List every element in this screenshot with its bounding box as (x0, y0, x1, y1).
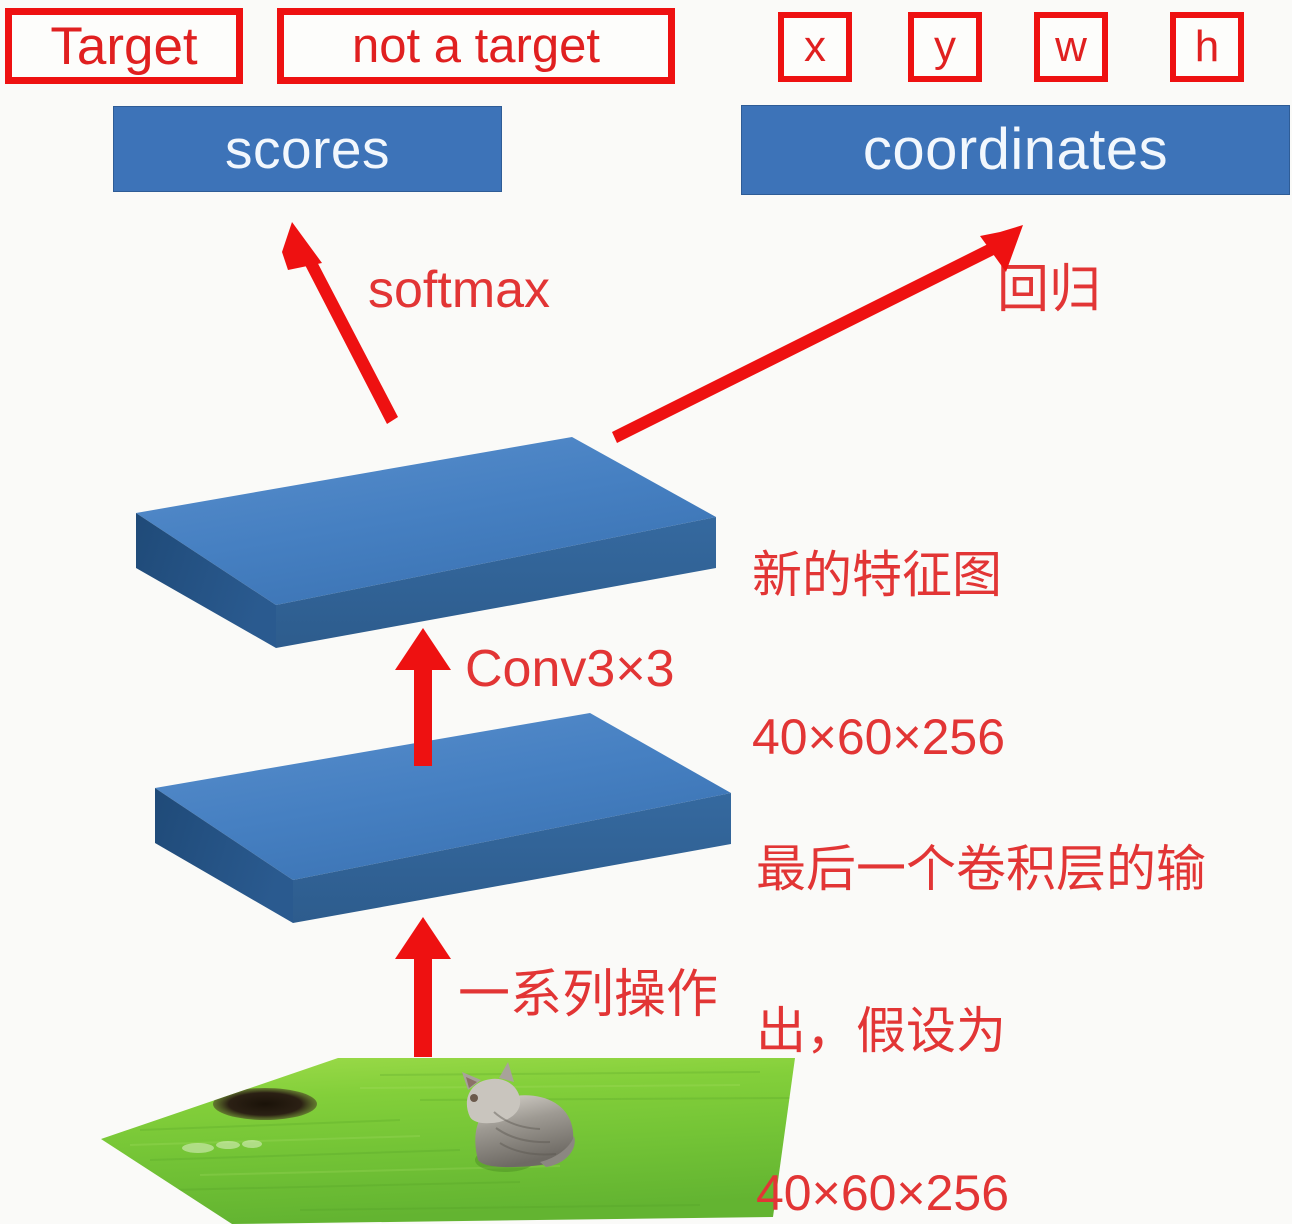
last-conv-output-caption-line3: 40×60×256 (756, 1165, 1010, 1221)
series-ops-arrow (395, 917, 451, 1057)
label-x-text: x (804, 22, 826, 71)
feature-map-lower (155, 713, 731, 923)
label-box-w[interactable]: w (1034, 12, 1108, 82)
last-conv-output-caption-line2: 出，假设为 (756, 1003, 1006, 1059)
softmax-arrow (282, 222, 398, 424)
output-bar-scores-text: scores (225, 117, 390, 180)
label-box-h[interactable]: h (1170, 12, 1244, 82)
label-not-a-target-text: not a target (352, 18, 600, 73)
input-photo (101, 1058, 795, 1224)
series-ops-label: 一系列操作 (458, 966, 719, 1024)
label-box-x[interactable]: x (778, 12, 852, 82)
label-h-text: h (1194, 22, 1220, 71)
label-w-text: w (1055, 22, 1087, 71)
output-bar-coordinates-text: coordinates (862, 117, 1169, 182)
conv-label: Conv3×3 (465, 640, 675, 698)
new-feature-map-caption: 新的特征图 40×60×256 (752, 440, 1005, 872)
label-target-text: Target (50, 16, 198, 76)
last-conv-output-caption-line1: 最后一个卷积层的输 (756, 841, 1206, 897)
conv-arrow (395, 628, 451, 766)
label-box-not-a-target[interactable]: not a target (277, 8, 675, 84)
last-conv-output-caption: 最后一个卷积层的输 出，假设为 40×60×256 (756, 734, 1206, 1224)
cat-figure (462, 1062, 575, 1172)
label-box-target[interactable]: Target (5, 8, 243, 84)
label-box-y[interactable]: y (908, 12, 982, 82)
new-feature-map-caption-line2: 40×60×256 (752, 709, 1006, 765)
regression-label: 回归 (997, 261, 1102, 319)
label-y-text: y (934, 22, 956, 71)
regression-arrow (612, 225, 1023, 443)
feature-map-upper (136, 437, 716, 648)
new-feature-map-caption-line1: 新的特征图 (752, 547, 1002, 603)
output-bar-scores[interactable]: scores (113, 106, 502, 192)
output-bar-coordinates[interactable]: coordinates (741, 105, 1290, 195)
softmax-label: softmax (368, 261, 551, 319)
